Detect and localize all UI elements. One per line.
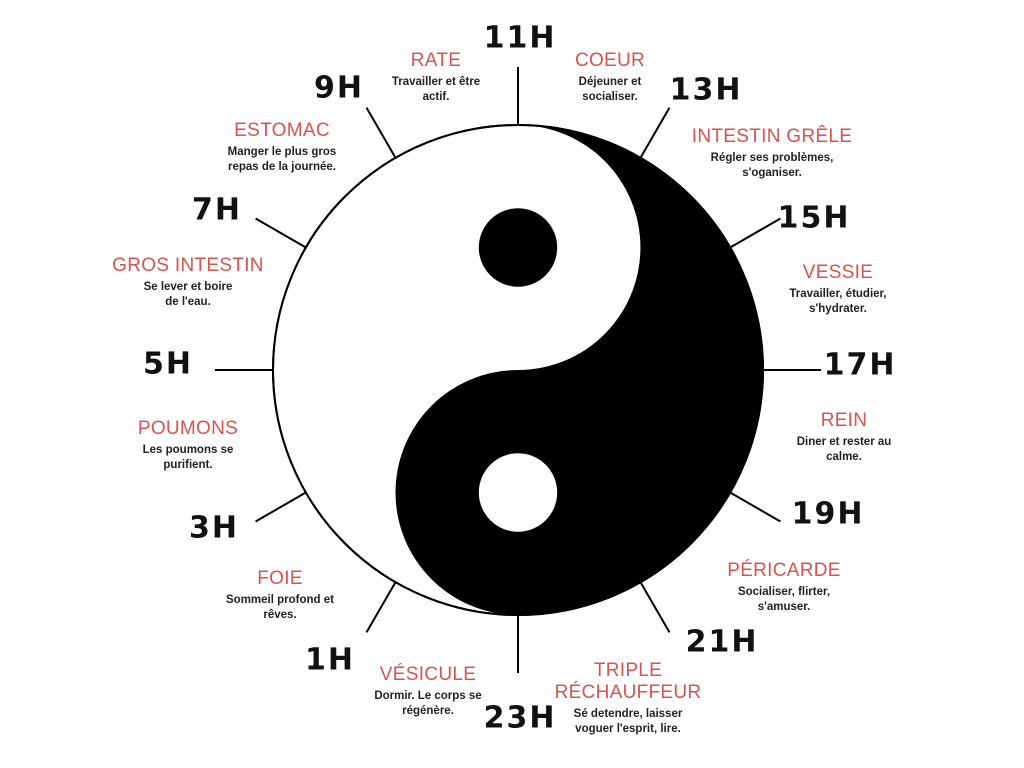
hour-label-1h: 1H: [305, 642, 355, 678]
organ-desc: Régler ses problèmes, s'oganiser.: [710, 152, 834, 179]
organ-poumons: POUMONS Les poumons se purifient.: [68, 418, 308, 473]
yang-dot: [478, 453, 558, 532]
organ-desc: Se lever et boire de l'eau.: [143, 281, 233, 308]
organ-desc: Les poumons se purifient.: [142, 444, 234, 471]
hour-label-21h: 21H: [685, 624, 759, 660]
hour-label-17h: 17H: [823, 347, 897, 383]
hour-label-3h: 3H: [189, 510, 239, 546]
organ-desc: Socialiser, flirter, s'amuser.: [737, 586, 831, 613]
organ-name: VESSIE: [802, 262, 874, 283]
hour-label-11h: 11H: [483, 20, 557, 56]
organ-gros-intestin: GROS INTESTIN Se lever et boire de l'eau…: [68, 255, 308, 310]
hour-tick: [726, 489, 781, 523]
organ-intestin-grele: INTESTIN GRÊLE Régler ses problèmes, s'o…: [652, 126, 892, 181]
hour-tick: [637, 578, 671, 633]
hour-tick: [726, 217, 781, 251]
organ-name: PÉRICARDE: [727, 560, 841, 581]
organ-desc: Diner et rester au calme.: [796, 436, 892, 463]
organ-rein: REIN Diner et rester au calme.: [724, 410, 964, 465]
organ-vesicule: VÉSICULE Dormir. Le corps se régénère.: [308, 664, 548, 719]
organ-coeur: COEUR Déjeuner et socialiser.: [490, 50, 730, 105]
hour-ticks: [215, 67, 821, 673]
organ-desc: Dormir. Le corps se régénère.: [374, 690, 482, 717]
organ-name: ESTOMAC: [234, 120, 330, 141]
hour-tick: [255, 489, 310, 523]
organ-pericarde: PÉRICARDE Socialiser, flirter, s'amuser.: [664, 560, 904, 615]
hour-label-15h: 15H: [777, 200, 851, 236]
hour-label-23h: 23H: [483, 700, 557, 736]
organ-name: REIN: [820, 410, 868, 431]
organ-desc: Sommeil profond et rêves.: [226, 594, 334, 621]
organ-name: COEUR: [574, 50, 646, 71]
hour-label-19h: 19H: [791, 496, 865, 532]
hour-label-13h: 13H: [669, 72, 743, 108]
organ-desc: Déjeuner et socialiser.: [578, 76, 642, 103]
organ-triple-rechauffeur: TRIPLE RÉCHAUFFEUR Sé detendre, laisser …: [508, 660, 748, 737]
organ-desc: Travailler, étudier, s'hydrater.: [789, 288, 887, 315]
hour-tick: [637, 107, 671, 162]
organ-name: GROS INTESTIN: [112, 255, 264, 276]
organ-rate: RATE Travailler et être actif.: [316, 50, 556, 105]
organ-name: VÉSICULE: [379, 664, 477, 685]
organ-foie: FOIE Sommeil profond et rêves.: [160, 568, 400, 623]
organ-vessie: VESSIE Travailler, étudier, s'hydrater.: [718, 262, 958, 317]
organ-estomac: ESTOMAC Manger le plus gros repas de la …: [162, 120, 402, 175]
hour-tick: [365, 107, 399, 162]
organ-desc: Travailler et être actif.: [391, 76, 481, 103]
hour-label-7h: 7H: [192, 192, 242, 228]
organ-desc: Sé detendre, laisser voguer l'esprit, li…: [573, 708, 683, 735]
organ-name: FOIE: [257, 568, 303, 589]
hour-label-5h: 5H: [143, 346, 193, 382]
organ-name: INTESTIN GRÊLE: [691, 126, 853, 147]
organ-name: RATE: [410, 50, 462, 71]
hour-tick: [365, 578, 399, 633]
outer-ring: [272, 124, 764, 616]
organ-name: POUMONS: [137, 418, 239, 439]
organ-name: TRIPLE RÉCHAUFFEUR: [554, 660, 702, 703]
organ-desc: Manger le plus gros repas de la journée.: [227, 146, 337, 173]
yin-dot: [478, 208, 558, 287]
hour-tick: [255, 217, 310, 251]
hour-label-9h: 9H: [314, 70, 364, 106]
